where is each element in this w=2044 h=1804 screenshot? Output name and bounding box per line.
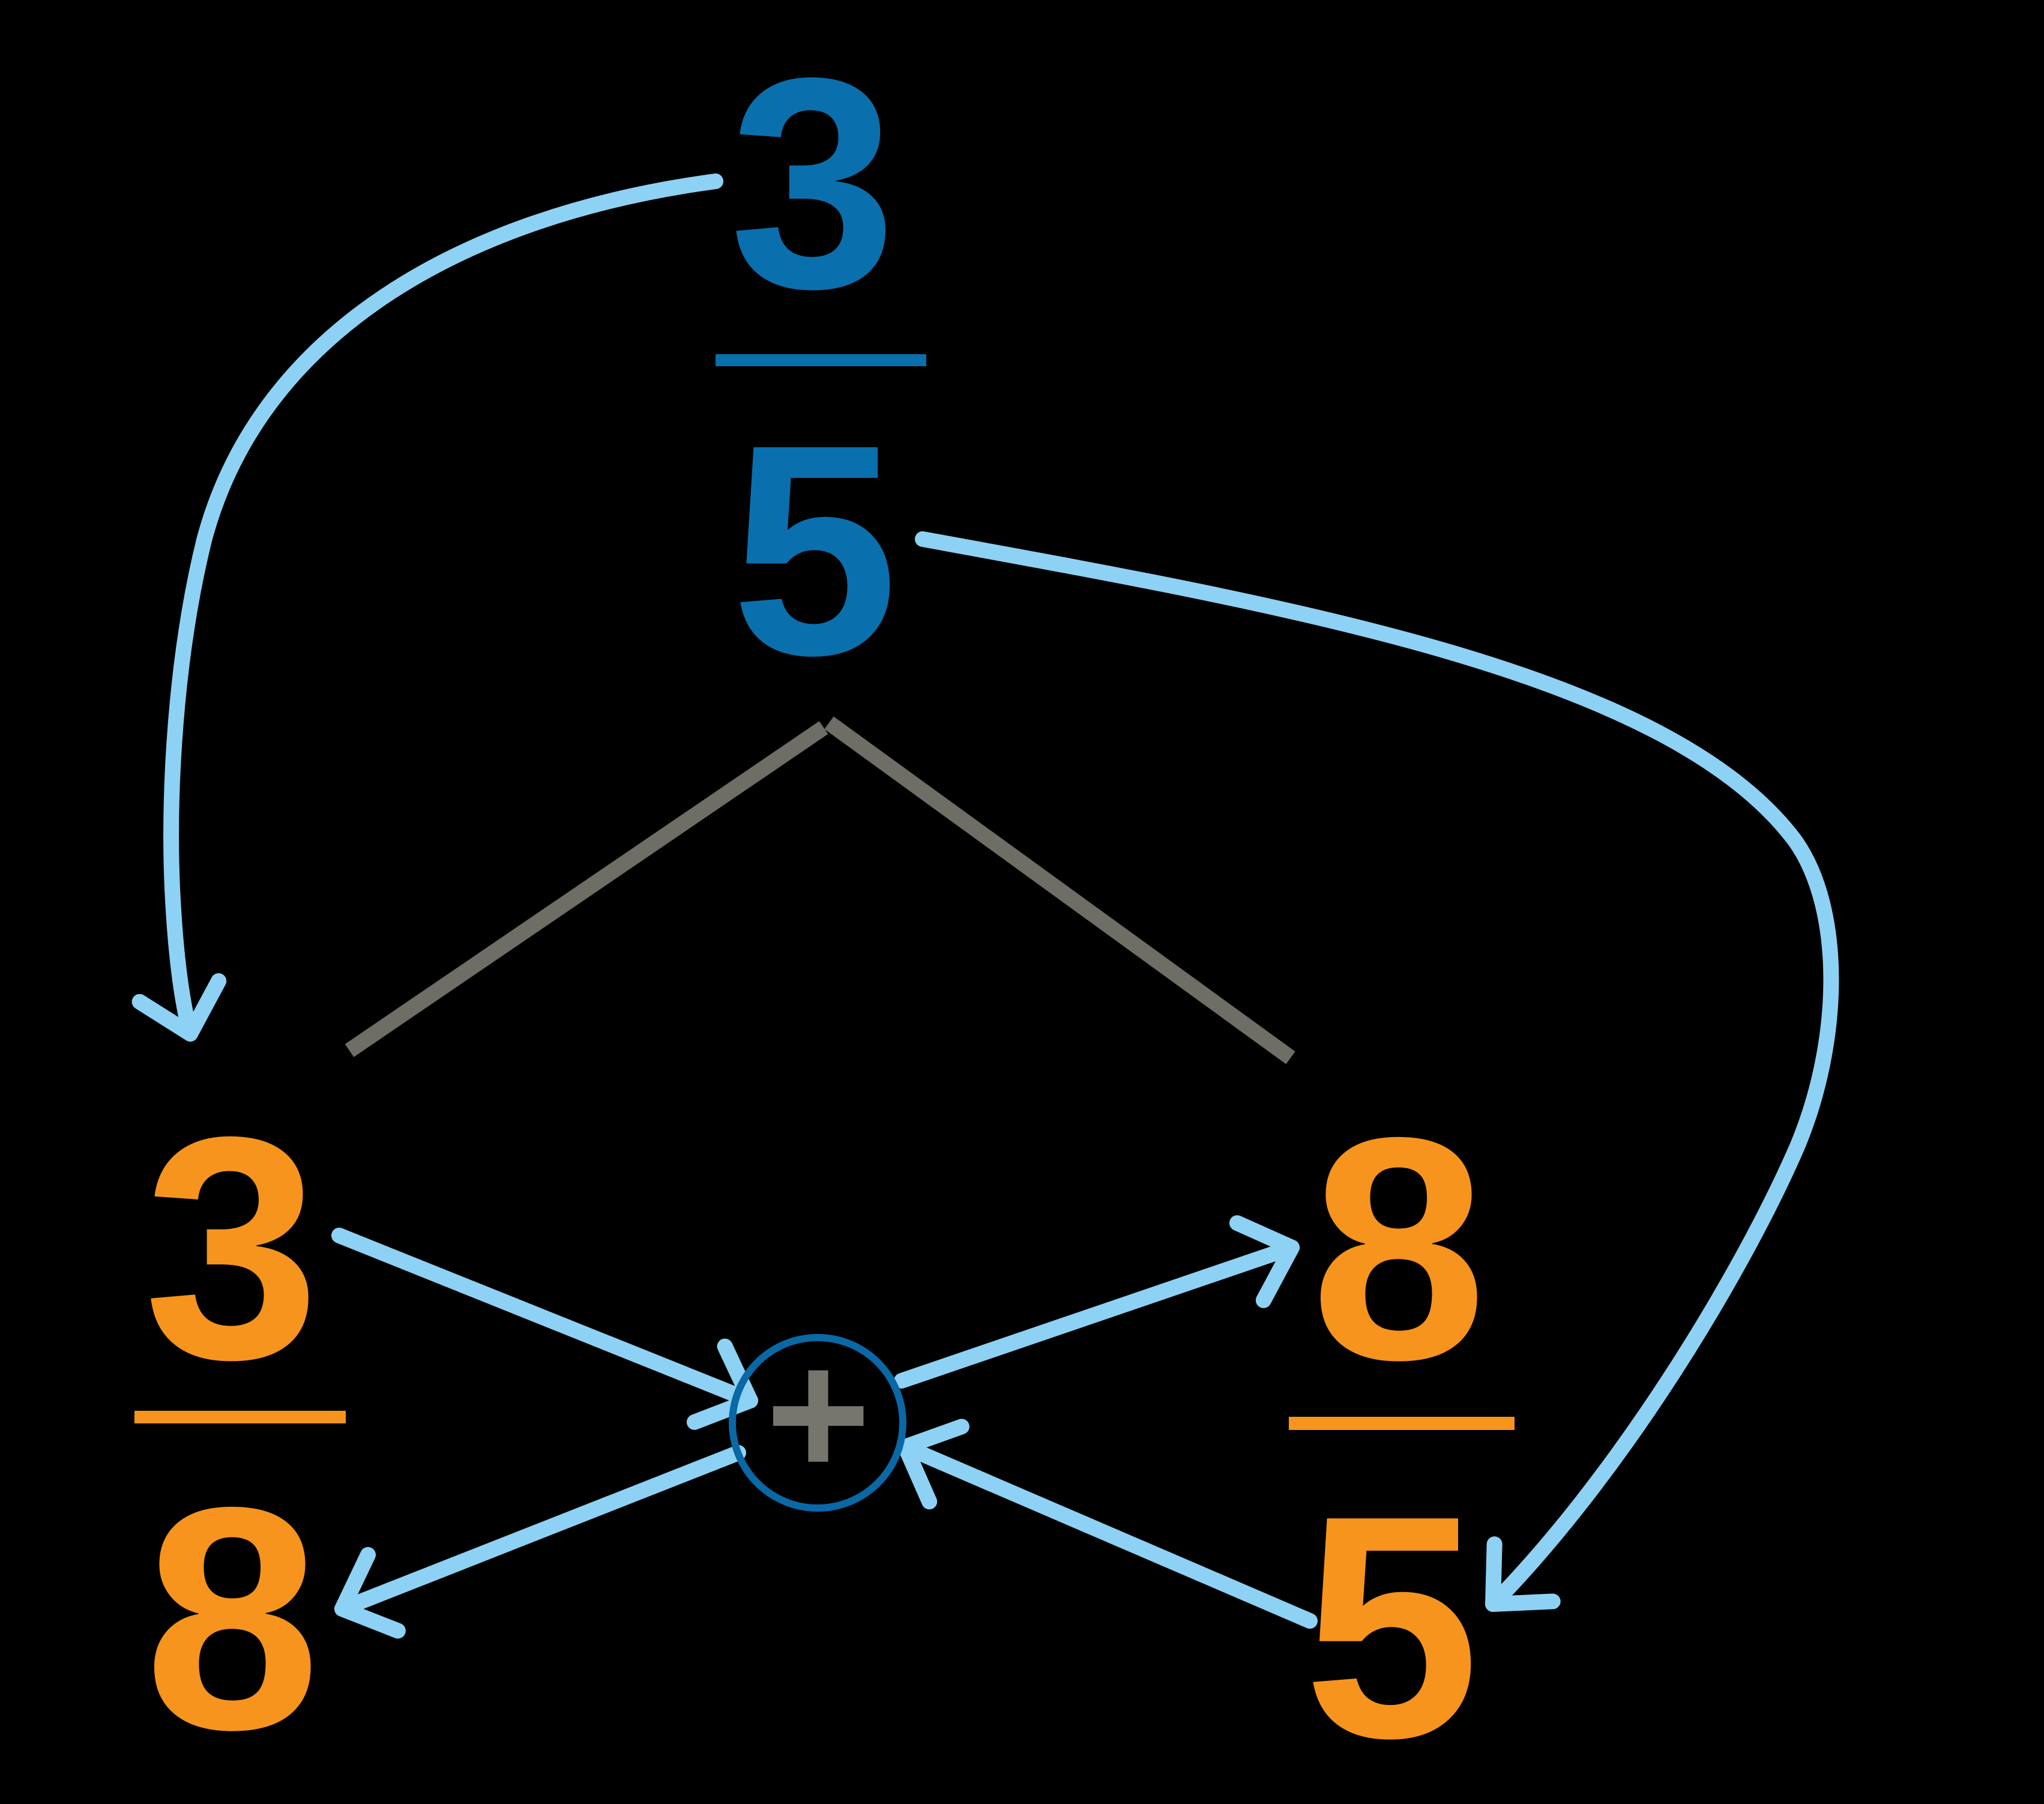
top-fraction-numerator: 3 bbox=[729, 15, 897, 351]
tree-branch-left bbox=[345, 721, 828, 1057]
numerator-copy-arrow bbox=[131, 173, 723, 1042]
denominator-copy-arrow bbox=[915, 531, 1839, 1612]
sum-to-left-denominator-arrow bbox=[334, 1445, 746, 1639]
right-fraction-numerator: 8 bbox=[1310, 1071, 1487, 1426]
right-denominator-to-sum-arrow bbox=[897, 1419, 1318, 1629]
plus-operator-icon: + bbox=[765, 1312, 871, 1515]
left-numerator-to-sum-arrow bbox=[331, 1228, 758, 1430]
left-fraction-bar bbox=[134, 1411, 346, 1423]
sum-to-right-numerator-arrow bbox=[894, 1215, 1300, 1389]
plus-circle bbox=[729, 1334, 906, 1512]
top-fraction-denominator: 5 bbox=[731, 382, 899, 717]
left-fraction-denominator: 8 bbox=[144, 1441, 321, 1796]
tree-branch-right bbox=[824, 716, 1295, 1064]
right-fraction-denominator: 5 bbox=[1303, 1449, 1480, 1804]
left-fraction-numerator: 3 bbox=[143, 1070, 320, 1425]
top-fraction-bar bbox=[716, 354, 926, 366]
right-fraction-bar bbox=[1289, 1417, 1515, 1430]
